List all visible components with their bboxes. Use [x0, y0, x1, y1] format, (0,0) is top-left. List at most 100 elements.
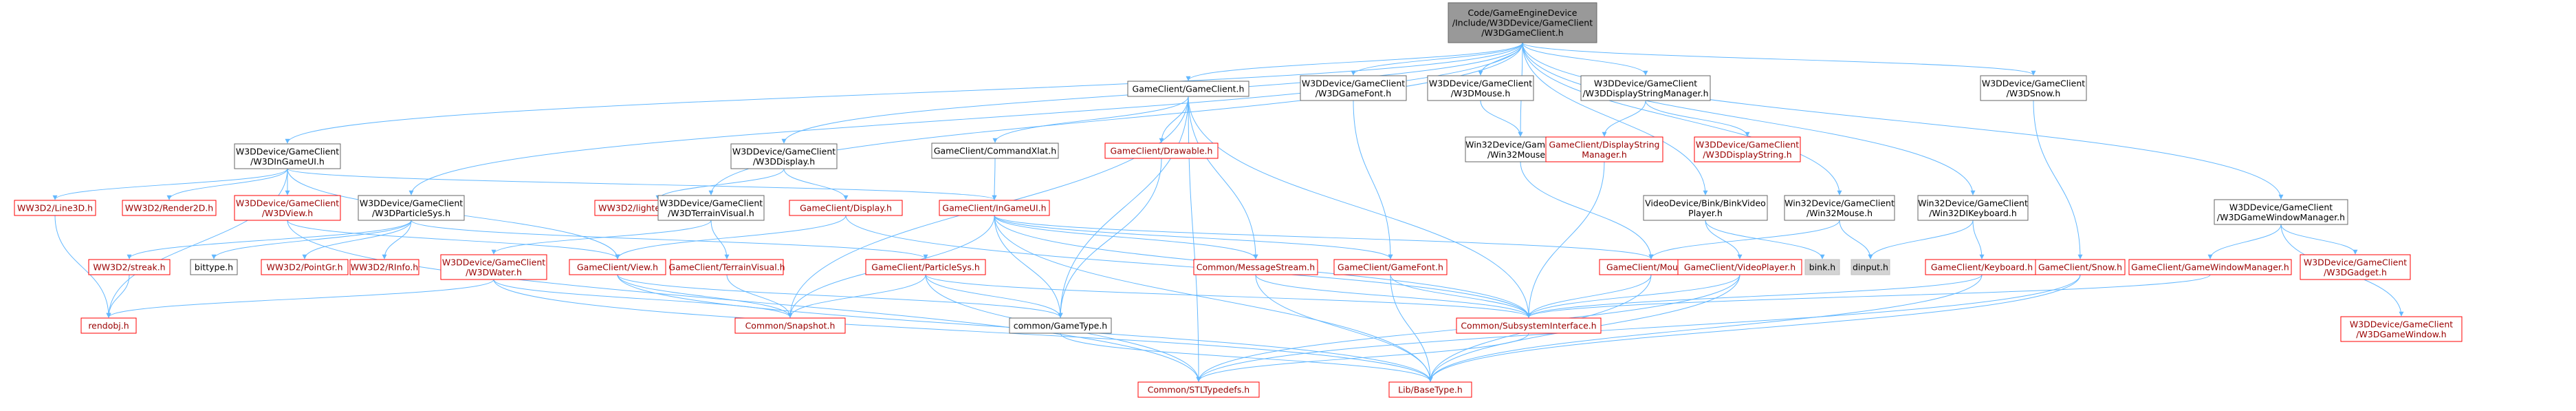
node-displaystrmgr[interactable]: GameClient/DisplayStringManager.h [1545, 136, 1663, 162]
node-snapshot[interactable]: Common/Snapshot.h [734, 317, 846, 334]
node-bink[interactable]: bink.h [1804, 259, 1840, 275]
node-mouse[interactable]: GameClient/Mouse.h [1599, 259, 1703, 275]
node-label: /W3DGameClient.h [1481, 28, 1563, 38]
node-stltypedefs[interactable]: Common/STLTypedefs.h [1137, 381, 1260, 398]
node-label: WW3D2/Line3D.h [17, 203, 93, 213]
node-videoplayer[interactable]: GameClient/VideoPlayer.h [1677, 259, 1802, 275]
edge-gametype-to-basetype [1060, 333, 1433, 382]
node-w3dgamewinmgr[interactable]: W3DDevice/GameClient/W3DGameWindowManage… [2214, 199, 2348, 225]
node-w3dgamefont[interactable]: W3DDevice/GameClient/W3DGameFont.h [1300, 75, 1407, 101]
node-render2d[interactable]: WW3D2/Render2D.h [122, 200, 217, 216]
edge-commandxlat-to-ingameui [992, 158, 997, 200]
edge-gameclient-to-stltypedefs [1188, 96, 1201, 382]
node-label: /W3DParticleSys.h [372, 208, 450, 218]
node-particlesys[interactable]: GameClient/ParticleSys.h [865, 259, 986, 275]
node-line3d[interactable]: WW3D2/Line3D.h [14, 200, 96, 216]
node-subsysiface[interactable]: Common/SubsystemInterface.h [1456, 317, 1602, 334]
node-w3dgamewindow[interactable]: W3DDevice/GameClient/W3DGameWindow.h [2340, 316, 2463, 342]
node-gametype[interactable]: common/GameType.h [1009, 317, 1112, 334]
node-w3dparticlesys[interactable]: W3DDevice/GameClient/W3DParticleSys.h [358, 195, 465, 221]
node-box [2128, 259, 2292, 275]
node-box [358, 195, 465, 221]
node-drawable[interactable]: GameClient/Drawable.h [1104, 143, 1219, 159]
node-label: W3DDevice/GameClient [1696, 139, 1799, 149]
node-gameclient[interactable]: GameClient/GameClient.h [1127, 81, 1249, 97]
node-win32mouse[interactable]: Win32Device/GameClient/Win32Mouse.h [1784, 195, 1895, 221]
node-label: /W3DMouse.h [1451, 88, 1511, 98]
node-dinput[interactable]: dinput.h [1851, 259, 1890, 275]
node-renderobj[interactable]: rendobj.h [80, 317, 137, 334]
node-box [2340, 316, 2463, 342]
node-rinfo[interactable]: WW3D2/RInfo.h [349, 259, 419, 275]
edge-gamewinmgr-to-subsysiface [1526, 274, 2211, 318]
node-snow[interactable]: GameClient/Snow.h [2035, 259, 2126, 275]
node-terrainvisual[interactable]: GameClient/TerrainVisual.h [668, 259, 785, 275]
node-label: /W3DGameWindow.h [2356, 329, 2446, 339]
node-w3ddisplaystrmgr[interactable]: W3DDevice/GameClient/W3DDisplayStringMan… [1580, 75, 1711, 101]
node-display[interactable]: GameClient/Display.h [789, 200, 903, 216]
node-w3dgadget[interactable]: W3DDevice/GameClient/W3DGadget.h [2300, 254, 2411, 280]
edge-w3dsnow-to-snow [2033, 100, 2083, 260]
edge-videoplayer-to-subsysiface [1526, 274, 1740, 318]
node-box [80, 317, 137, 334]
node-box [1448, 2, 1597, 43]
node-label: Player.h [1688, 208, 1723, 218]
node-label: W3DDevice/GameClient [659, 198, 763, 208]
node-w3dview[interactable]: W3DDevice/GameClient/W3DView.h [234, 195, 341, 221]
node-box [1427, 75, 1534, 101]
node-w3dwater[interactable]: W3DDevice/GameClient/W3DWater.h [440, 254, 547, 280]
edge-w3dparticlesys-to-particlesys [411, 220, 928, 260]
edge-w3dterrainvisual-to-terrainvisual [710, 220, 730, 260]
node-win32keyboard[interactable]: Win32Device/GameClient/Win32DIKeyboard.h [1917, 195, 2029, 221]
node-root[interactable]: Code/GameEngineDevice/Include/W3DDevice/… [1448, 2, 1597, 43]
node-w3dingameui[interactable]: W3DDevice/GameClient/W3DInGameUI.h [234, 143, 341, 169]
node-label: GameClient/GameFont.h [1338, 262, 1443, 273]
node-box [1851, 259, 1890, 275]
node-box [1009, 317, 1112, 334]
node-box [1980, 75, 2087, 101]
edge-display-to-view [615, 215, 847, 260]
node-box [261, 259, 349, 275]
node-label: GameClient/VideoPlayer.h [1684, 262, 1795, 273]
node-w3ddisplay[interactable]: W3DDevice/GameClient/W3DDisplay.h [730, 143, 838, 169]
edge-win32keyboard-to-keyboard [1972, 220, 1985, 260]
edge-keyboard-to-subsysiface [1526, 274, 1983, 318]
node-box [440, 254, 547, 280]
node-label: /Include/W3DDevice/GameClient [1452, 18, 1593, 28]
node-label: W3DDevice/GameClient [236, 198, 339, 208]
edge-w3ddisplay-to-lightenv [655, 168, 785, 200]
node-label: /W3DGameWindowManager.h [2217, 212, 2345, 222]
node-streak[interactable]: WW3D2/streak.h [88, 259, 171, 275]
node-label: GameClient/DisplayString [1549, 139, 1660, 149]
node-label: Common/MessageStream.h [1197, 262, 1315, 273]
node-gamefont[interactable]: GameClient/GameFont.h [1333, 259, 1448, 275]
node-label: Code/GameEngineDevice [1467, 8, 1577, 18]
node-bittype[interactable]: bittype.h [190, 259, 238, 275]
node-keyboard[interactable]: GameClient/Keyboard.h [1925, 259, 2039, 275]
edge-w3dwater-to-basetype [493, 279, 1433, 382]
node-w3dterrainvisual[interactable]: W3DDevice/GameClient/W3DTerrainVisual.h [657, 195, 765, 221]
node-commandxlat[interactable]: GameClient/CommandXlat.h [931, 143, 1059, 159]
node-w3ddisplaystring[interactable]: W3DDevice/GameClient/W3DDisplayString.h [1694, 136, 1801, 162]
node-messagestream[interactable]: Common/MessageStream.h [1193, 259, 1318, 275]
edge-gameclient-to-commandxlat [992, 96, 1189, 143]
node-label: Lib/BaseType.h [1398, 385, 1463, 395]
node-label: GameClient/GameWindowManager.h [2131, 262, 2289, 273]
node-label: W3DDevice/GameClient [732, 146, 836, 156]
node-w3dsnow[interactable]: W3DDevice/GameClient/W3DSnow.h [1980, 75, 2087, 101]
node-view[interactable]: GameClient/View.h [569, 259, 666, 275]
node-gamewinmgr[interactable]: GameClient/GameWindowManager.h [2128, 259, 2292, 275]
node-box [670, 259, 784, 275]
node-w3dmouse[interactable]: W3DDevice/GameClient/W3DMouse.h [1427, 75, 1534, 101]
edge-line3d-to-renderobj [54, 215, 111, 318]
node-pointgr[interactable]: WW3D2/PointGr.h [261, 259, 349, 275]
edge-keyboard-to-basetype [1428, 274, 1983, 382]
node-box [122, 200, 217, 216]
node-basetype[interactable]: Lib/BaseType.h [1388, 381, 1472, 398]
node-label: GameClient/Display.h [800, 203, 892, 213]
node-label: /Win32Mouse.h [1807, 208, 1873, 218]
node-label: /W3DDisplay.h [753, 156, 815, 167]
node-label: W3DDevice/GameClient [2350, 319, 2453, 329]
node-ingameui[interactable]: GameClient/InGameUI.h [939, 200, 1050, 216]
